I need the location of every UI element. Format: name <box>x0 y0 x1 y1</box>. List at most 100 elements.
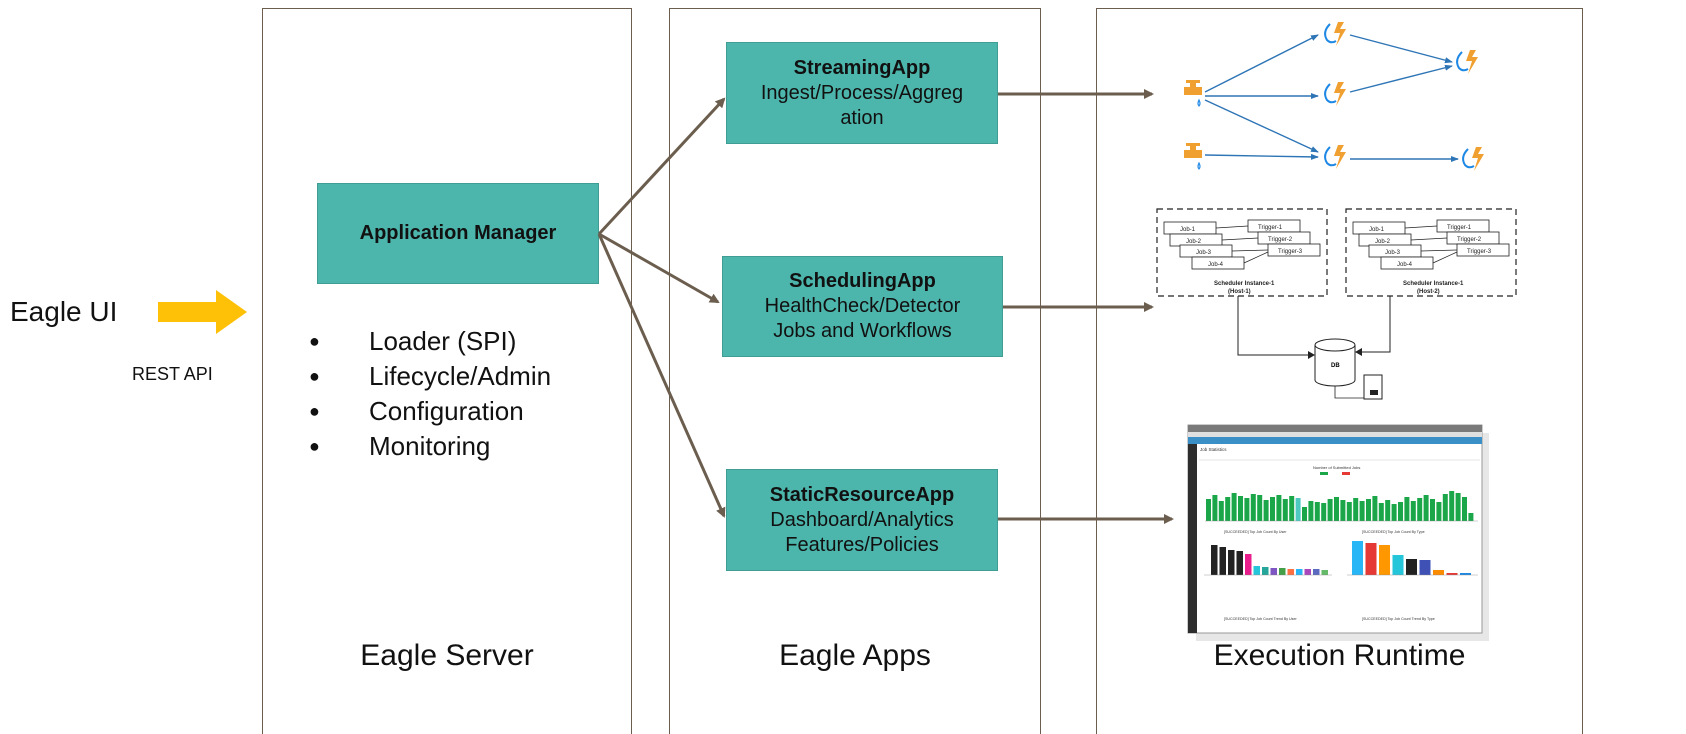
mini-bar <box>1327 499 1333 521</box>
mini-bar <box>1391 504 1397 521</box>
mini-bar <box>1231 493 1237 521</box>
job-label: Job-2 <box>1186 239 1202 245</box>
db-label: DB <box>1331 363 1340 369</box>
ui-to-server-arrow <box>158 290 247 334</box>
static-resource-app-desc-1: Dashboard/Analytics <box>770 508 954 531</box>
mini-bar <box>1462 497 1467 521</box>
streaming-app-box: StreamingApp Ingest/Process/Aggreg ation <box>726 42 998 144</box>
mini-bar <box>1455 493 1461 521</box>
trigger-label: Trigger-1 <box>1258 225 1283 231</box>
mini-bar <box>1296 569 1303 575</box>
mini-bar <box>1392 555 1404 575</box>
mini-bar <box>1244 498 1250 521</box>
mini-bar <box>1253 566 1260 575</box>
mini-bar <box>1314 502 1320 521</box>
mini-bar <box>1352 541 1363 575</box>
mini-bar <box>1206 499 1211 521</box>
mini-bar <box>1417 498 1423 521</box>
mini-bar <box>1279 568 1286 575</box>
chart-title: Number of Submitted Jobs <box>1313 465 1360 470</box>
execution-runtime-panel: Execution Runtime <box>1096 8 1583 734</box>
scheduling-app-desc-1: HealthCheck/Detector <box>764 295 961 317</box>
mini-bar <box>1219 547 1226 575</box>
mini-bar <box>1366 499 1371 521</box>
mini-bar <box>1250 494 1256 521</box>
mini-bar <box>1302 507 1307 521</box>
mini-bar <box>1304 569 1311 575</box>
chart-title: [SUCCEEDED] Top Job Count By User <box>1224 530 1287 534</box>
scheduler-instance-1-frame <box>1156 208 1328 297</box>
execution-runtime-label: Execution Runtime <box>1213 639 1466 672</box>
mini-bar <box>1287 569 1294 575</box>
mini-bar <box>1289 496 1295 521</box>
static-resource-app-box: StaticResourceApp Dashboard/Analytics Fe… <box>726 469 998 571</box>
mini-bar <box>1436 502 1442 521</box>
mini-bar <box>1321 503 1327 521</box>
mini-bar <box>1262 567 1269 575</box>
scheduling-app-title: SchedulingApp <box>789 270 936 292</box>
scheduling-app-desc-2: Jobs and Workflows <box>773 320 952 342</box>
streaming-app-desc-2: ation <box>840 106 884 129</box>
spout-icon <box>1184 80 1202 107</box>
mini-bar <box>1442 494 1448 521</box>
bolt-icon <box>1462 147 1484 171</box>
manager-to-scheduling-arrow <box>598 232 720 304</box>
mini-bar <box>1419 560 1431 575</box>
scheduler-instance-label: Scheduler Instance-1 <box>1403 281 1464 287</box>
mini-bar <box>1385 500 1391 521</box>
mini-bar <box>1245 554 1252 575</box>
application-manager-title: Application Manager <box>359 222 557 244</box>
job-label: Job-1 <box>1180 227 1196 233</box>
trigger-label: Trigger-3 <box>1467 249 1492 255</box>
job-label: Job-4 <box>1208 262 1224 268</box>
mini-bar <box>1211 545 1218 575</box>
feature-item: Configuration <box>300 394 551 429</box>
trigger-label: Trigger-3 <box>1278 249 1303 255</box>
manager-to-streaming-arrow <box>597 97 726 236</box>
mini-bar <box>1257 495 1263 521</box>
mini-bar <box>1295 498 1301 521</box>
server-feature-list: Loader (SPI) Lifecycle/Admin Configurati… <box>300 324 551 464</box>
mini-bar <box>1238 496 1243 521</box>
job-label: Job-4 <box>1397 262 1413 268</box>
mini-bar <box>1321 570 1328 575</box>
chart-title: [SUCCEEDED] Top Job Count Trend By Type <box>1362 617 1435 621</box>
mini-bar <box>1372 496 1378 521</box>
eagle-server-panel: Eagle Server <box>262 8 632 734</box>
mini-bar <box>1346 502 1352 521</box>
feature-item: Lifecycle/Admin <box>300 359 551 394</box>
eagle-apps-panel: Eagle Apps <box>669 8 1041 734</box>
mini-bar <box>1430 499 1435 521</box>
chart-title: [SUCCEEDED] Top Job Count By Type <box>1362 530 1425 534</box>
bolt-icon <box>1324 145 1346 169</box>
job-label: Job-3 <box>1385 250 1401 256</box>
mini-bar <box>1308 501 1314 521</box>
mini-bar <box>1433 570 1444 575</box>
mini-bar <box>1263 500 1269 521</box>
mini-bar <box>1460 573 1471 575</box>
trigger-label: Trigger-2 <box>1457 237 1482 243</box>
mini-bar <box>1446 573 1458 575</box>
job-label: Job-2 <box>1375 239 1391 245</box>
mini-bar <box>1468 513 1474 521</box>
dashboard-top-bars <box>1206 491 1474 521</box>
mini-bar <box>1225 497 1231 521</box>
eagle-server-label: Eagle Server <box>360 639 534 672</box>
bolt-icon <box>1324 82 1346 106</box>
chart-title: [SUCCEEDED] Top Job Count Trend By User <box>1224 617 1297 621</box>
mini-bar <box>1404 497 1410 521</box>
streaming-app-title: StreamingApp <box>793 56 931 79</box>
mini-bar <box>1365 543 1377 575</box>
eagle-ui-label: Eagle UI <box>10 296 118 327</box>
manager-to-static-arrow <box>597 233 726 518</box>
mini-bar <box>1236 551 1243 575</box>
job-label: Job-1 <box>1369 227 1385 233</box>
bolt-icon <box>1456 50 1478 74</box>
mini-bar <box>1270 568 1277 575</box>
mini-bar <box>1212 495 1218 521</box>
rest-api-label: REST API <box>132 364 213 384</box>
mini-bar <box>1228 550 1235 575</box>
eagle-apps-label: Eagle Apps <box>779 639 931 672</box>
static-resource-app-desc-2: Features/Policies <box>785 533 939 556</box>
job-label: Job-3 <box>1196 250 1212 256</box>
